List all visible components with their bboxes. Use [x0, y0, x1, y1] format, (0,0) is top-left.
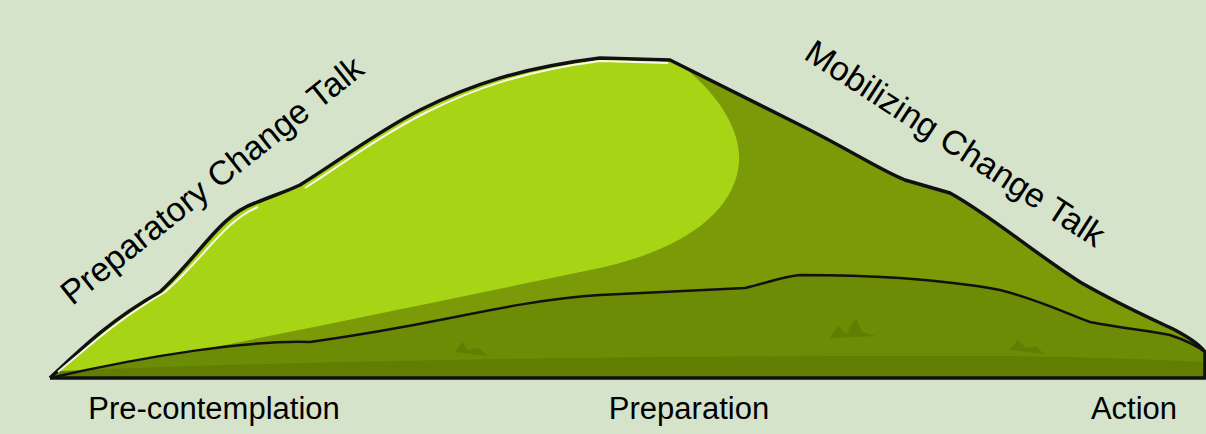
stage-label: Action: [1091, 393, 1177, 424]
stage-label: Pre-contemplation: [88, 393, 340, 424]
stage-label: Preparation: [609, 393, 769, 424]
